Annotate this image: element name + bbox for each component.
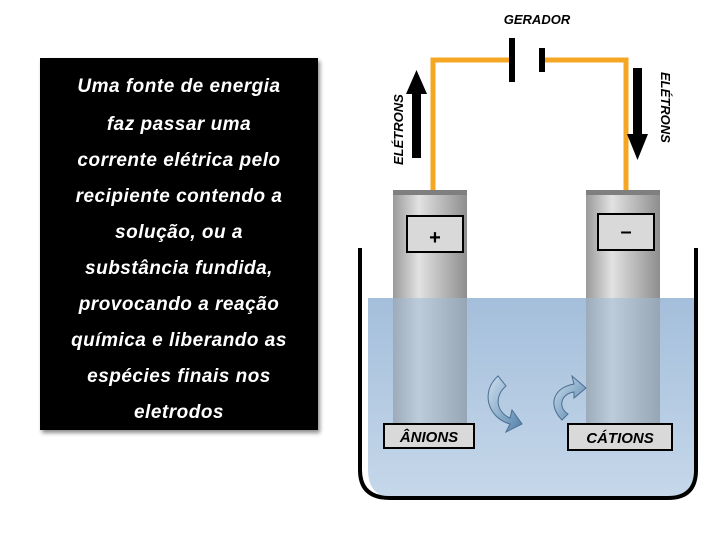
description-line: recipiente contendo a (75, 186, 283, 207)
cations-label-box (567, 423, 673, 451)
cathode-sign: – (620, 221, 631, 243)
anion-flow-arrow (487, 375, 523, 434)
beaker-container (358, 248, 698, 500)
cathode-submerged-tint (586, 298, 660, 425)
cations-label: CÁTIONS (586, 430, 654, 447)
description-panel: Uma fonte de energia faz passar uma corr… (40, 58, 318, 430)
anode-sign: + (429, 227, 441, 249)
cathode-sign-box (597, 213, 655, 251)
anode-submerged-tint (393, 298, 467, 425)
anions-label: ÂNIONS (399, 428, 458, 446)
description-line: Uma fonte de energia (77, 76, 281, 97)
description-line: química e liberando as (71, 330, 287, 351)
generator-label: GERADOR (504, 12, 571, 27)
description-line: espécies finais nos (87, 366, 271, 387)
anions-label-box (383, 423, 475, 449)
description-line: substância fundida, (85, 258, 273, 279)
description-line: solução, ou a (115, 222, 243, 243)
description-line: eletrodos (133, 402, 225, 423)
electrons-label-left: ELÉTRONS (391, 94, 406, 165)
description-line: corrente elétrica pelo (77, 150, 281, 171)
circuit-wire (430, 57, 629, 193)
description-line: faz passar uma (106, 114, 252, 135)
description-line: provocando a reação (78, 294, 280, 315)
electron-arrow-up (406, 70, 427, 158)
electron-arrow-down (627, 68, 648, 160)
generator-battery-symbol (509, 38, 545, 82)
anode-sign-box (406, 215, 464, 253)
electrons-label-right: ELÉTRONS (658, 72, 673, 143)
cation-flow-arrow (553, 374, 587, 421)
